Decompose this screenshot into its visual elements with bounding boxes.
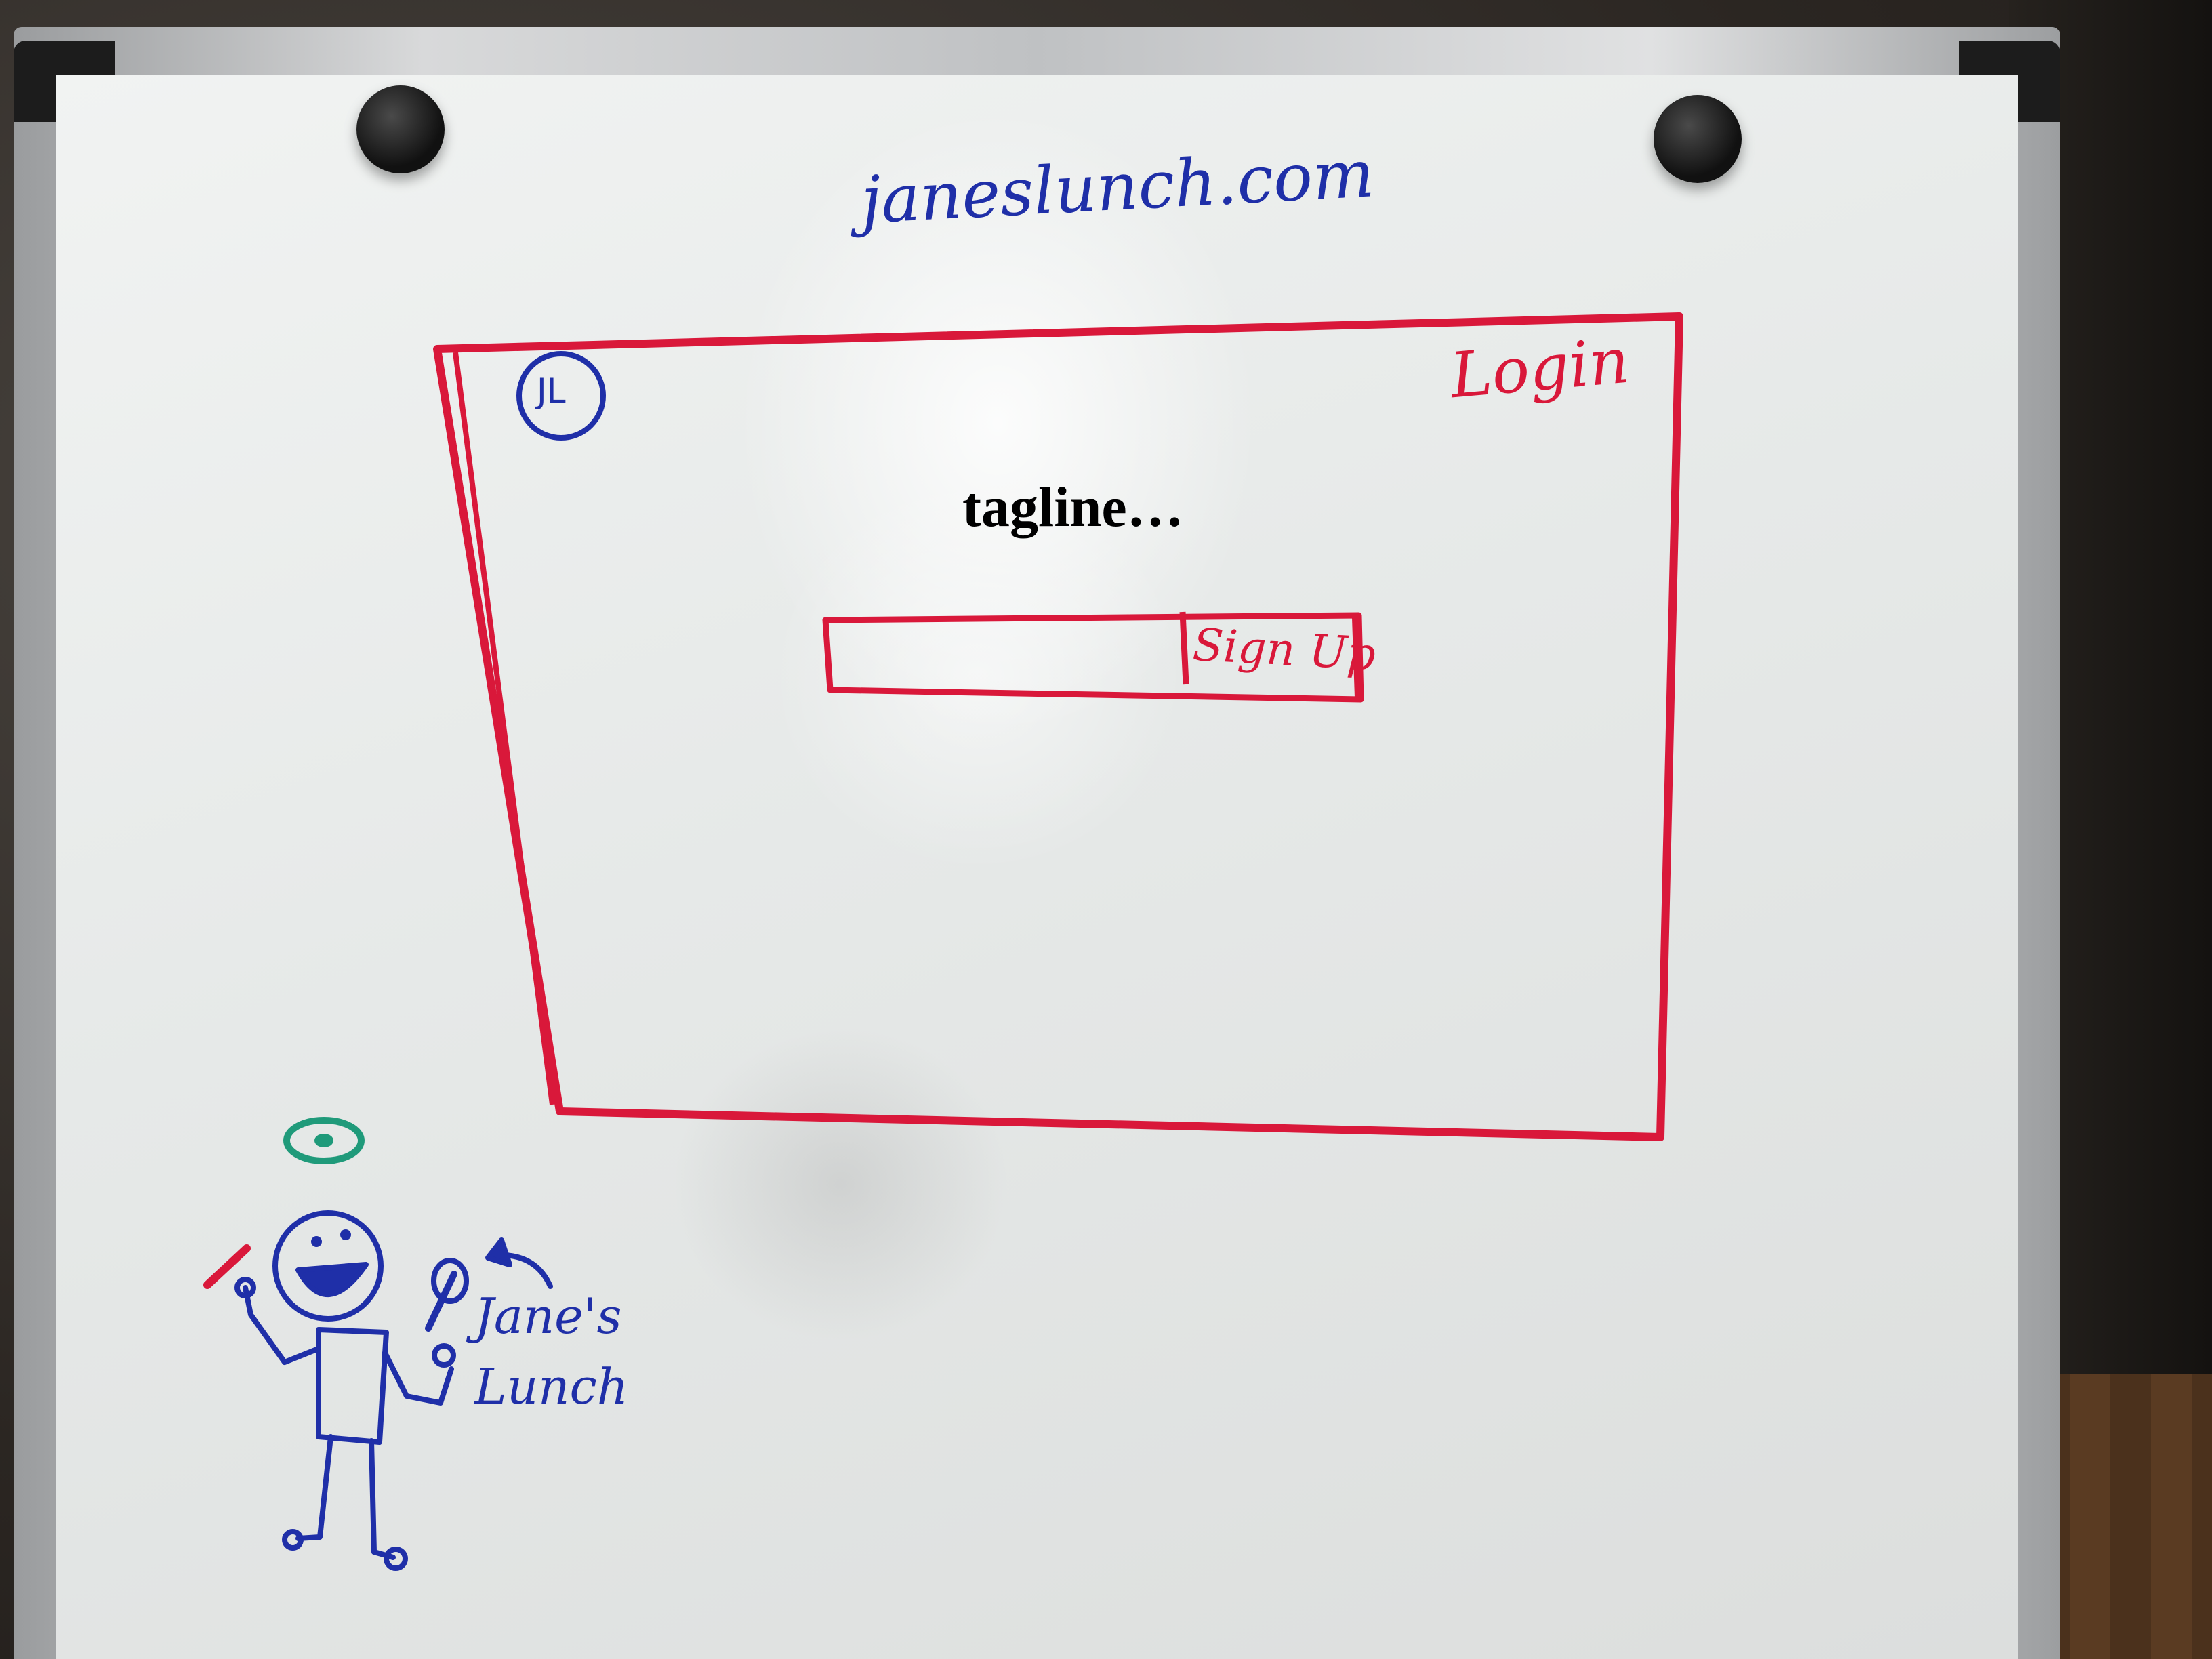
hero-tagline: tagline… [962,476,1184,539]
mascot-leg-right [369,1438,396,1560]
wireframe-page-outline [433,312,1683,1141]
mascot-figure [234,1210,553,1571]
mascot-eye-right [340,1229,351,1240]
mascot-head [272,1210,384,1322]
mascot-label: Jane's Lunch [474,1288,629,1415]
magnet-left [356,85,445,173]
mascot-foot-left [282,1529,304,1551]
magnet-right [1654,95,1742,183]
signup-button[interactable]: Sign Up [1191,607,1377,690]
mascot-hand-left [234,1277,256,1298]
mascot-body [316,1327,389,1445]
mascot-arm-left [243,1285,321,1365]
mascot-hand-right [432,1343,456,1368]
signup-email-input[interactable] [838,622,1179,679]
mascot-foot-right [384,1547,408,1571]
mascot-mouth [295,1262,369,1298]
wireframe-left-edge-stroke [453,352,555,1105]
mascot-pointer-arrowhead [485,1237,512,1267]
halo-icon [283,1117,365,1164]
halo-center [314,1134,333,1147]
mascot-leg-left [295,1434,333,1541]
mascot-drumstick-end [431,1258,469,1304]
signup-field-right-edge [1352,617,1359,699]
logo-circle [516,351,606,441]
red-mark [203,1244,251,1289]
signup-field-divider [1179,611,1189,685]
mascot-eye-left [311,1236,322,1247]
mascot-arm-right [382,1350,454,1406]
logo-initials[interactable]: JL [537,371,566,411]
login-link[interactable]: Login [1447,324,1633,413]
